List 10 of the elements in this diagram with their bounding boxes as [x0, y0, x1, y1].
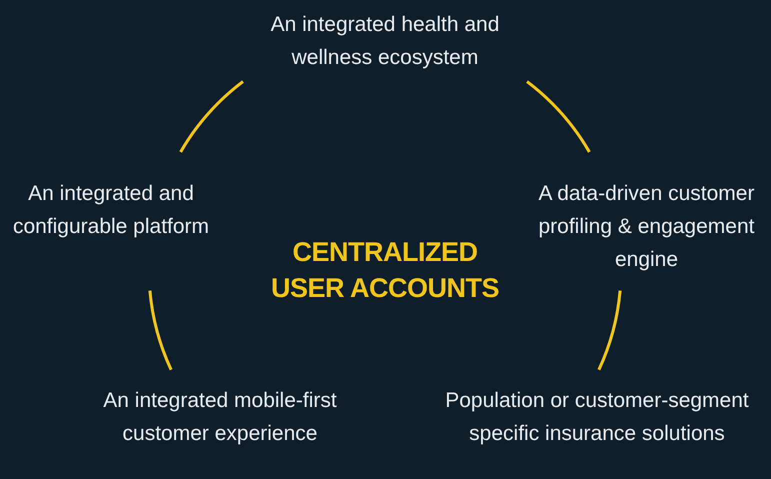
connector-arc	[179, 80, 244, 153]
connector-arc	[148, 290, 172, 370]
node-text: An integrated mobile-first customer experience	[102, 388, 338, 447]
center-heading: CENTRALIZED USER ACCOUNTS	[270, 236, 500, 305]
node-text: A data-driven customer profiling & engagement engine	[538, 181, 756, 273]
node-text: Population or customer-segment specific insurance solutions	[444, 388, 750, 447]
node-text: An integrated and configurable platform	[12, 181, 210, 240]
connector-arc	[598, 290, 622, 370]
connector-arc	[526, 80, 591, 153]
node-text: An integrated health and wellness ecosystem	[270, 12, 500, 71]
